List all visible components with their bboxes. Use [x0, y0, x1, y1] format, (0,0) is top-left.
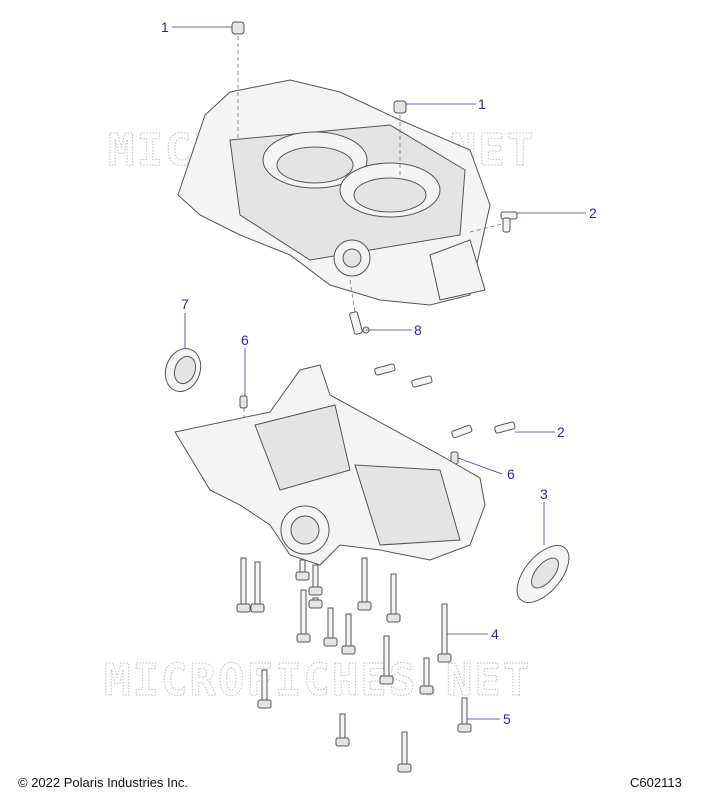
callout-8: 8: [414, 322, 422, 338]
seal-3: [516, 545, 570, 603]
bolt-set: [236, 557, 472, 773]
bolt: [437, 603, 452, 663]
callout-3: 3: [540, 486, 548, 502]
bolt: [379, 635, 394, 685]
plug-top-left: [231, 21, 245, 35]
callout-4: 4: [491, 626, 499, 642]
bolt: [341, 613, 356, 655]
watermark-bottom: MICROFICHES.NET: [104, 655, 531, 706]
bolt: [357, 557, 372, 611]
bolt: [236, 557, 251, 613]
fitting-upper-right: [500, 211, 518, 233]
seal-7: [164, 348, 202, 392]
callout-6-right: 6: [507, 466, 515, 482]
bolt: [386, 573, 401, 623]
leader-lines: [172, 26, 586, 720]
bolt: [335, 713, 350, 747]
copyright-text: © 2022 Polaris Industries Inc.: [18, 775, 188, 790]
upper-crankcase: [177, 79, 491, 306]
fitting-a: [374, 363, 396, 376]
callout-1-right: 1: [478, 96, 486, 112]
callout-2-lower: 2: [557, 424, 565, 440]
dowel-left: [239, 395, 248, 409]
bolt: [457, 697, 472, 733]
fitting-d: [494, 421, 516, 434]
bolt: [397, 731, 412, 773]
callout-6-left: 6: [241, 332, 249, 348]
diagram-code: C602113: [630, 775, 682, 790]
fitting-8: [349, 311, 370, 335]
fitting-b: [411, 375, 433, 388]
bolt: [257, 669, 272, 709]
bolt: [323, 607, 338, 647]
bolt: [250, 561, 265, 613]
bolt: [296, 589, 311, 643]
callout-7: 7: [181, 296, 189, 312]
fitting-c: [451, 424, 473, 439]
callout-2-upper: 2: [589, 205, 597, 221]
bolt: [419, 657, 434, 695]
bolt: [308, 597, 323, 609]
callout-1-top: 1: [161, 19, 169, 35]
bolt: [308, 564, 323, 596]
callout-5: 5: [503, 711, 511, 727]
bolt: [295, 559, 310, 581]
lower-crankcase: [174, 364, 486, 566]
plug-top-right: [393, 100, 407, 114]
